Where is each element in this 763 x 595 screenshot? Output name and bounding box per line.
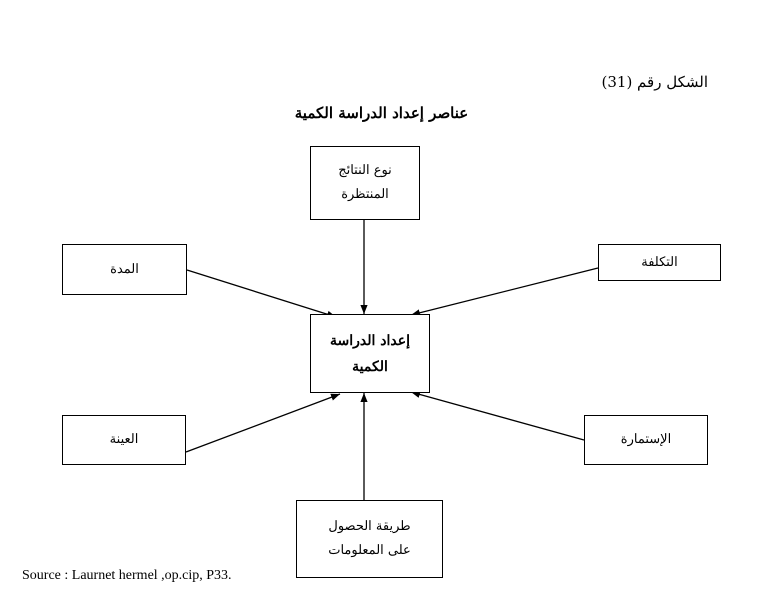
node-center: إعداد الدراسة الكمية [310,314,430,393]
node-expected-results: نوع النتائج المنتظرة [310,146,420,220]
source-citation: Source : Laurnet hermel ,op.cip, P33. [22,568,232,583]
figure-number: الشكل رقم (31) [601,73,708,91]
node-cost: التكلفة [598,244,721,281]
node-text: المدة [110,261,139,277]
node-text: إعداد الدراسة [330,332,410,349]
node-duration: المدة [62,244,187,295]
node-sample: العينة [62,415,186,465]
node-text: الكمية [352,358,388,375]
arrow-duration-to-center [186,269,337,318]
node-text: على المعلومات [328,543,411,558]
node-text: العينة [109,432,139,447]
node-text: الإستمارة [620,432,672,447]
node-data-collection: طريقة الحصول على المعلومات [296,500,443,578]
diagram-title: عناصر إعداد الدراسة الكمية [294,104,469,122]
node-text: طريقة الحصول [328,519,411,534]
arrow-questionnaire-to-center [410,390,585,441]
node-questionnaire: الإستمارة [584,415,708,465]
node-text: المنتظرة [341,187,389,202]
node-text: نوع النتائج [338,163,392,178]
arrow-cost-to-center [410,267,599,317]
arrow-sample-to-center [185,393,341,453]
node-text: التكلفة [641,254,678,270]
